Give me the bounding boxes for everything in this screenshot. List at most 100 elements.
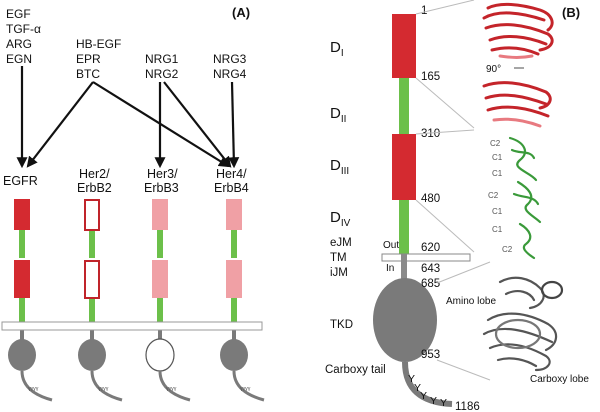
receptor-stem — [89, 230, 95, 258]
arrow-nrg12-her4 — [163, 81, 232, 168]
ligand-label: HB-EGF — [76, 37, 121, 51]
ligand-label: ARG — [6, 37, 32, 51]
arrow-hbegf-egfr — [26, 81, 94, 168]
tyrosine-y: Y — [414, 382, 421, 394]
panel-label-a: (A) — [232, 5, 250, 20]
residue-480: 480 — [421, 193, 440, 205]
kinase-domain — [220, 339, 248, 371]
residue-620: 620 — [421, 242, 440, 254]
c1-label: C1 — [492, 225, 503, 234]
amino-lobe-label: Amino lobe — [446, 296, 496, 307]
residue-1: 1 — [421, 5, 427, 17]
c1-label: C1 — [492, 169, 503, 178]
domain-d4-stem — [399, 200, 409, 254]
domain-block — [14, 260, 30, 298]
domain-d1-block — [392, 14, 416, 78]
ligand-group-hbegf: HB-EGF EPR BTC — [76, 37, 121, 81]
domain-block-outline — [84, 260, 100, 299]
domain-block — [152, 199, 168, 230]
tkd-ellipse — [373, 278, 437, 362]
receptor-stem — [157, 230, 163, 258]
receptor-label-her2: ErbB2 — [77, 181, 112, 195]
region-label-tkd: TKD — [330, 319, 353, 331]
ligand-label: NRG2 — [145, 67, 179, 81]
structure-d1-ribbon — [482, 2, 554, 59]
cytoplasmic-stem — [158, 330, 162, 342]
domain-block — [226, 199, 242, 230]
ligand-label: NRG4 — [213, 67, 247, 81]
cytoplasmic-stem — [232, 330, 236, 342]
cytoplasmic-stem — [20, 330, 24, 342]
receptor-label-her3: ErbB3 — [144, 181, 179, 195]
tyrosine-y: Y — [408, 373, 415, 385]
ligand-group-nrg12: NRG1 NRG2 — [145, 52, 179, 81]
c2-label: C2 — [490, 139, 501, 148]
structure-d4-labels: C2 C1 C1 C2 C1 C1 C2 — [488, 139, 513, 254]
kinase-domain — [8, 339, 36, 371]
receptor-stem — [231, 298, 237, 326]
domain-block — [226, 260, 242, 298]
domain-d3-block — [392, 134, 416, 200]
receptor-stem — [157, 298, 163, 326]
tyrosine-y: Y — [440, 397, 447, 409]
domain-block — [14, 199, 30, 230]
carboxy-tail — [158, 370, 191, 402]
binding-arrows — [16, 66, 240, 169]
region-label-ijm: iJM — [330, 267, 348, 279]
receptor-stem — [19, 298, 25, 326]
domain-d2-stem — [399, 78, 409, 134]
ligand-label: TGF-α — [6, 22, 41, 36]
c1-label: C1 — [492, 153, 503, 162]
cytoplasmic-stem — [90, 330, 94, 342]
receptor-her2: ᵞᵞᵞᵞ — [78, 199, 123, 402]
domain-label-d4: DIV — [330, 209, 351, 229]
domain-block-outline — [84, 199, 100, 231]
receptor-domain-map — [373, 14, 471, 407]
receptor-stem — [19, 230, 25, 258]
ligand-group-nrg34: NRG3 NRG4 — [213, 52, 247, 81]
ligand-label: BTC — [76, 67, 100, 81]
region-label-tail: Carboxy tail — [325, 364, 386, 376]
residue-165: 165 — [421, 71, 440, 83]
receptor-label-her4: ErbB4 — [214, 181, 249, 195]
panel-label-b: (B) — [562, 5, 580, 20]
residue-310: 310 — [421, 128, 440, 140]
tyrosine-y: Y — [420, 390, 427, 402]
tyrosine-residues: Y Y Y Y Y — [408, 373, 447, 409]
structure-d1-ribbon-rotated — [482, 81, 552, 128]
ligand-label: NRG1 — [145, 52, 179, 66]
receptor-label-egfr: EGFR — [3, 174, 38, 188]
membrane-bar-b — [381, 253, 471, 262]
carboxy-tail — [90, 370, 123, 402]
tyrosine-marks: ᵞᵞᵞᵞ — [240, 385, 251, 394]
residue-1186: 1186 — [455, 401, 480, 412]
domain-label-d2: DII — [330, 105, 346, 125]
region-label-ejm: eJM — [330, 237, 352, 249]
ligand-label: NRG3 — [213, 52, 247, 66]
domain-block — [152, 260, 168, 298]
tyrosine-marks: ᵞᵞᵞᵞ — [98, 385, 109, 394]
receptor-label-her4: Her4/ — [216, 167, 247, 181]
residue-643: 643 — [421, 263, 440, 275]
structure-kinase-ribbon — [482, 276, 564, 372]
receptor-egfr: ᵞᵞᵞᵞ — [8, 199, 53, 402]
label-in: In — [386, 263, 394, 274]
membrane-bar — [1, 321, 263, 331]
rotation-label: 90° — [486, 64, 501, 75]
ligand-label: EGF — [6, 7, 31, 21]
label-out: Out — [383, 240, 399, 251]
c1-label: C1 — [492, 207, 503, 216]
residue-953: 953 — [421, 349, 440, 361]
ijm-stem — [401, 261, 407, 283]
residue-685: 685 — [421, 278, 440, 290]
ligand-group-egf: EGF TGF-α ARG EGN — [6, 7, 41, 66]
receptor-her3: ᵞᵞᵞᵞ — [145, 199, 191, 402]
kinase-domain-inactive — [145, 338, 175, 372]
domain-label-d1: DI — [330, 39, 344, 59]
domain-label-d3: DIII — [330, 157, 349, 177]
carboxy-tail — [20, 370, 53, 402]
carboxy-tail-b — [402, 361, 453, 407]
ligand-label: EPR — [76, 52, 101, 66]
structure-d4-ribbon — [508, 136, 542, 260]
